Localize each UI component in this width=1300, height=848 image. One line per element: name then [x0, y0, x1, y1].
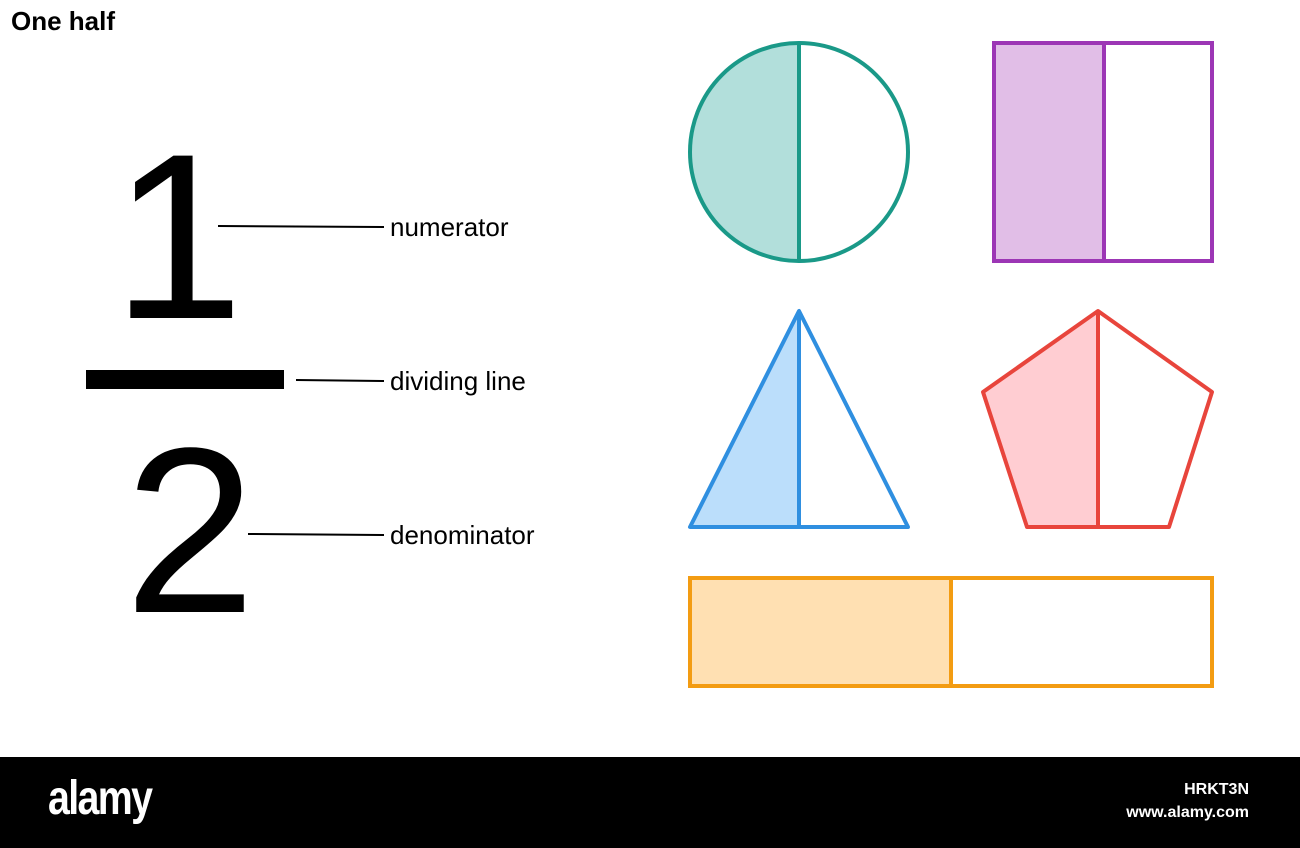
- half-pentagon-shape: [981, 309, 1214, 529]
- watermark-footer: alamy HRKT3N www.alamy.com: [0, 757, 1300, 848]
- website-url: www.alamy.com: [1126, 804, 1249, 821]
- alamy-logo: alamy: [48, 772, 153, 825]
- numerator-label: numerator: [390, 212, 509, 242]
- half-triangle-shape: [688, 309, 910, 529]
- bar-shaded-half: [690, 578, 951, 686]
- half-bar-shape: [688, 576, 1214, 688]
- image-id-label: HRKT3N: [1184, 781, 1249, 798]
- square-shaded-half: [994, 43, 1104, 261]
- page-title: One half: [11, 6, 116, 36]
- numerator-leader-line: [217, 225, 385, 228]
- dividing-line: [86, 370, 284, 389]
- pentagon-shaded-half: [983, 311, 1098, 527]
- half-circle-shape: [688, 41, 910, 263]
- circle-shaded-half: [690, 43, 799, 261]
- denominator-digit: 2: [124, 399, 255, 663]
- denominator-label: denominator: [390, 520, 535, 550]
- fraction-diagram: 1 2 numerator dividing line denominator: [86, 41, 1214, 688]
- denominator-leader-line: [247, 533, 385, 536]
- dividing-line-leader-line: [295, 379, 385, 382]
- half-square-shape: [992, 41, 1214, 263]
- numerator-digit: 1: [112, 105, 243, 369]
- dividing-line-label: dividing line: [390, 366, 526, 396]
